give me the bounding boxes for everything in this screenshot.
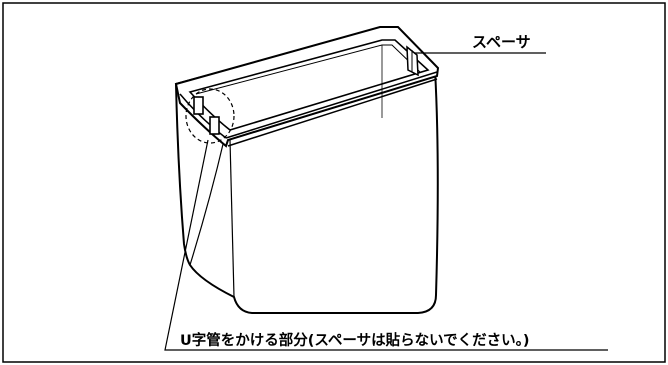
u-tube-label: U字管をかける部分(スペーサは貼らないでください。) <box>180 331 530 349</box>
u-tube-leader-line <box>164 139 608 351</box>
rim-left-lip <box>179 93 227 139</box>
notch-left <box>193 96 204 115</box>
notch-right <box>209 116 220 135</box>
rim-front-lip <box>225 71 438 139</box>
body-left-seam <box>189 139 225 266</box>
notch-highlight-circle <box>185 88 235 144</box>
opening-inner-back <box>195 44 421 95</box>
body-front-seam <box>229 139 235 298</box>
spacer-label: スペーサ <box>472 33 531 51</box>
rim-front-lip-lower <box>227 78 438 147</box>
